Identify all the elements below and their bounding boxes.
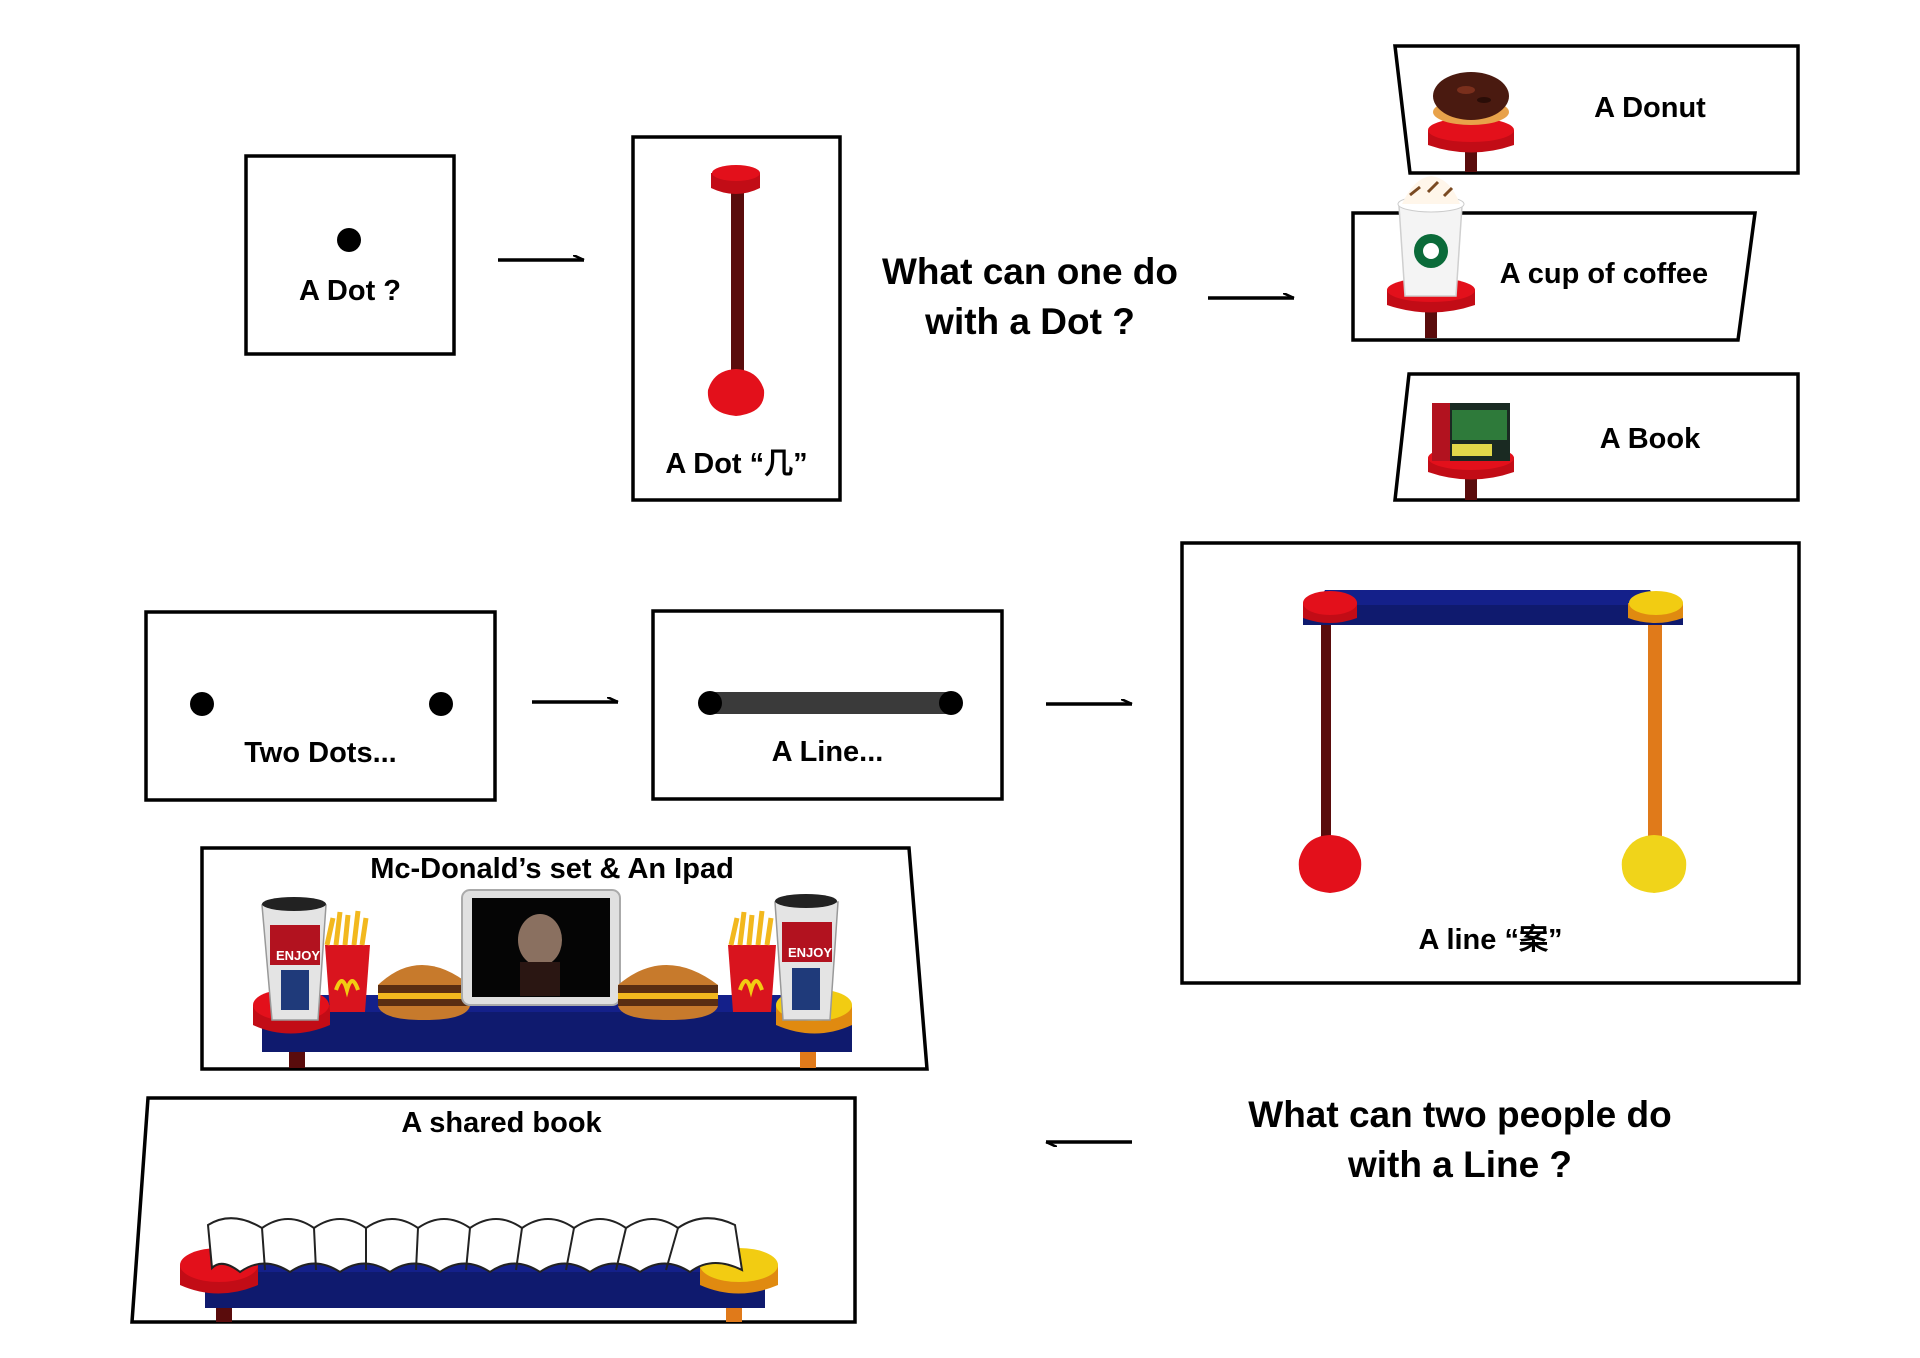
line-end-right — [939, 691, 963, 715]
dot-box-frame — [244, 154, 456, 356]
shared-book-image — [180, 1217, 778, 1322]
dot-box-label: A Dot ? — [298, 275, 401, 307]
question-dot-line2: with a Dot ? — [925, 301, 1135, 342]
book-card-frame — [1393, 372, 1800, 502]
line-box-frame — [651, 609, 1004, 801]
question-dot: What can one do with a Dot ? — [860, 247, 1200, 347]
left-dot — [190, 692, 214, 716]
question-line-line1: What can two people do — [1248, 1094, 1672, 1135]
two-dots-label: Two Dots... — [244, 737, 397, 769]
line-end-left — [698, 691, 722, 715]
mcd-label: Mc-Donald’s set & An Ipad — [370, 853, 734, 885]
single-dot — [337, 228, 361, 252]
shared-book-frame — [130, 1096, 857, 1324]
question-dot-line1: What can one do — [882, 251, 1178, 292]
table-figure — [1298, 590, 1687, 893]
coffee-card-frame — [1351, 211, 1757, 342]
line-box-label: A Line... — [771, 736, 884, 768]
book-label: A Book — [1599, 423, 1701, 455]
coffee-stool-image — [1387, 176, 1475, 338]
dot-stool-label: A Dot “几” — [665, 448, 808, 480]
right-dot — [429, 692, 453, 716]
question-line-line2: with a Line ? — [1347, 1144, 1573, 1185]
book-stool-image — [1428, 403, 1514, 500]
shared-book-label: A shared book — [401, 1107, 602, 1139]
stool-figure — [707, 165, 765, 416]
question-line: What can two people do with a Line ? — [1210, 1090, 1710, 1190]
line-table-frame — [1180, 541, 1801, 985]
line-table-label: A line “案” — [1418, 924, 1563, 956]
cup-print-left: ENJOY — [276, 948, 321, 963]
dot-stool-frame — [631, 135, 842, 502]
donut-stool-image — [1428, 72, 1514, 172]
donut-card-frame — [1393, 44, 1800, 175]
cup-print-right: ENJOY — [788, 945, 833, 960]
mcd-card-frame — [200, 846, 929, 1071]
mcd-table-image — [253, 889, 852, 1068]
donut-label: A Donut — [1594, 92, 1706, 124]
coffee-label: A cup of coffee — [1499, 258, 1709, 290]
two-dots-frame — [144, 610, 497, 802]
